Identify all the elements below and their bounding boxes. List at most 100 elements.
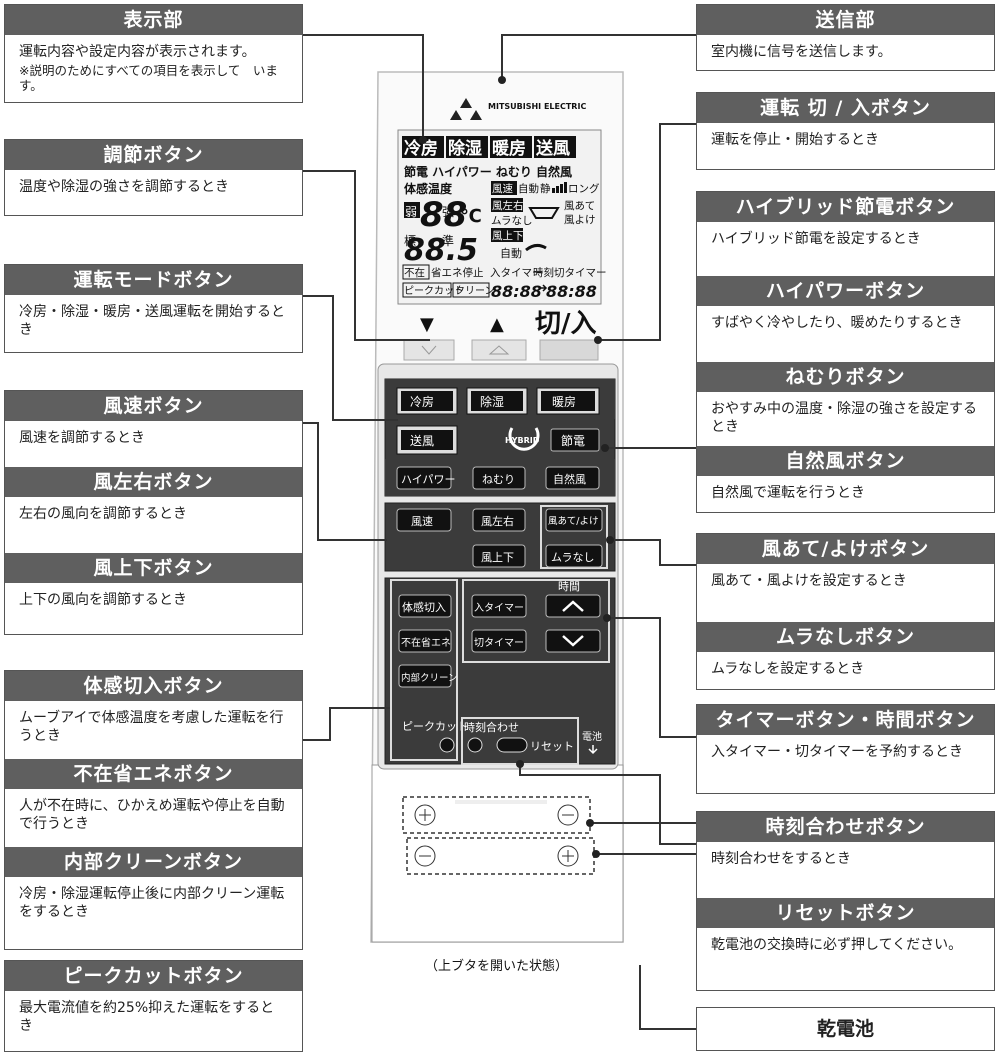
down-arrow-icon: ▼ — [420, 314, 434, 335]
clock-button[interactable] — [467, 737, 483, 753]
time-arrow-icon — [539, 284, 548, 292]
swing-icon — [525, 243, 547, 252]
callout-desc: 冷房・除湿・暖房・送風運転を開始するとき — [19, 304, 285, 338]
fan-level-icon — [552, 182, 567, 193]
lcd-unit: ℃ — [460, 206, 482, 227]
sofu-label: 送風 — [410, 433, 434, 448]
lcd-sei: 静 — [540, 182, 551, 195]
down-button[interactable] — [403, 339, 455, 361]
ateyoke-button[interactable] — [545, 508, 603, 532]
callout-battery: 乾電池 — [696, 1007, 995, 1051]
lr-button[interactable] — [472, 508, 526, 532]
left-column-frame — [390, 579, 458, 761]
lcd-clean: クリーン — [455, 285, 495, 297]
time-up-button[interactable] — [545, 594, 601, 618]
callout-title: 運転モードボタン — [5, 265, 302, 295]
callout-desc: ハイブリッド節電を設定するとき — [711, 231, 921, 247]
lcd-time2: 88:88 — [546, 282, 597, 301]
lcd-ate: 風あて — [564, 200, 595, 212]
jikoku-label: 時刻合わせ — [464, 720, 519, 734]
callout-title: 自然風ボタン — [697, 446, 994, 476]
callout-title: 時刻合わせボタン — [697, 812, 994, 842]
callout-title: 風あて/よけボタン — [697, 534, 994, 564]
callout-desc: ムラなしを設定するとき — [711, 661, 865, 677]
up-button[interactable] — [471, 339, 527, 361]
callout-desc: おやすみ中の温度・除湿の強さを設定するとき — [711, 401, 977, 435]
lcd-mode-bg — [402, 136, 444, 158]
callout-title: ハイパワーボタン — [697, 276, 994, 306]
callout-title: 風速ボタン — [5, 391, 302, 421]
lcd-lr: 風左右 — [492, 199, 524, 212]
minus-icon — [557, 804, 579, 826]
lcd-kiri: 時刻切タイマー — [533, 266, 607, 279]
setsuden-label: 節電 — [561, 433, 585, 448]
jikan-label: 時間 — [558, 580, 580, 593]
fuusoku-button[interactable] — [396, 508, 452, 532]
lcd-row2: 節電 ハイパワー ねむり 自然風 — [404, 164, 572, 179]
arrow-down-icon — [588, 745, 598, 755]
taikan-button[interactable] — [398, 594, 452, 618]
leader-dots — [419, 76, 614, 858]
lcd-fuzai: 不在 — [404, 267, 425, 279]
nemuri-button[interactable] — [472, 466, 526, 490]
lcd-irit: 入タイマー — [490, 267, 543, 279]
fuzai-button[interactable] — [398, 629, 452, 653]
lcd-mura: ムラなし — [491, 215, 532, 227]
callout-title: ムラなしボタン — [697, 622, 994, 652]
danbo-label: 暖房 — [552, 394, 576, 409]
ud-button[interactable] — [472, 544, 526, 568]
lcd-yoke: 風よけ — [564, 214, 596, 226]
ateyoke-label: 風あて/よけ — [548, 516, 599, 527]
callout-title: 不在省エネボタン — [5, 759, 302, 789]
shizen-button[interactable] — [545, 466, 600, 490]
hipower-label: ハイパワー — [401, 473, 456, 486]
battery-cover — [371, 764, 624, 943]
irit-button[interactable] — [471, 594, 527, 618]
callout-timer: タイマーボタン・時間ボタン 入タイマー・切タイマーを予約するとき — [696, 704, 995, 794]
lcd-mode-bg — [446, 136, 488, 158]
fuzai-label: 不在省エネ — [401, 636, 451, 649]
peak-button[interactable] — [439, 737, 455, 753]
reset-button[interactable] — [496, 737, 528, 753]
joshitsu-label: 除湿 — [480, 394, 504, 409]
callout-kazeate-group: 風あて/よけボタン 風あて・風よけを設定するとき ムラなしボタン ムラなしを設定… — [696, 533, 995, 690]
lcd-mode: 暖房 — [492, 138, 526, 159]
callout-mode: 運転モードボタン 冷房・除湿・暖房・送風運転を開始するとき — [4, 264, 303, 353]
callout-desc: すばやく冷やしたり、暖めたりするとき — [711, 315, 963, 331]
setsuden-button[interactable] — [550, 428, 600, 452]
lcd-screen — [397, 129, 602, 305]
plus-icon — [414, 804, 436, 826]
kiri-button[interactable] — [471, 629, 527, 653]
lcd-label-bg — [491, 228, 523, 242]
clean-label: 内部クリーン — [401, 672, 458, 684]
callout-title: リセットボタン — [697, 898, 994, 928]
kiri-label: 切タイマー — [474, 637, 524, 649]
joshitsu-button[interactable] — [471, 391, 523, 411]
lcd-label-frame — [452, 282, 490, 298]
callout-title: 風左右ボタン — [5, 467, 302, 497]
callout-desc: 入タイマー・切タイマーを予約するとき — [711, 744, 963, 760]
irit-label: 入タイマー — [474, 602, 524, 614]
reibo-button[interactable] — [401, 391, 453, 411]
power-button[interactable] — [539, 339, 599, 361]
leader-lines — [303, 34, 696, 1030]
callout-title: ハイブリッド節電ボタン — [697, 192, 994, 222]
callout-power: 運転 切 / 入ボタン 運転を停止・開始するとき — [696, 92, 995, 170]
lcd-label-bg — [404, 202, 420, 218]
time-down-button[interactable] — [545, 629, 601, 653]
up-arrow-icon: ▲ — [490, 314, 504, 335]
mode-buttons: 冷房 除湿 暖房 送風 — [396, 387, 600, 455]
callout-title: ピークカットボタン — [5, 961, 302, 991]
callout-fanspeed-group: 風速ボタン 風速を調節するとき 風左右ボタン 左右の風向を調節するとき 風上下ボ… — [4, 390, 303, 635]
callout-title: 送信部 — [697, 5, 994, 35]
clean-button[interactable] — [398, 664, 452, 688]
hipower-button[interactable] — [396, 466, 452, 490]
danbo-button[interactable] — [541, 391, 595, 411]
battery-upper — [402, 796, 591, 834]
lcd-kyo: 強 — [442, 205, 454, 219]
sofu-button[interactable] — [401, 430, 453, 450]
muranashi-button[interactable] — [545, 544, 603, 568]
lcd-ud: 風上下 — [492, 230, 524, 242]
denchi-label: 電池 — [582, 730, 602, 743]
callout-desc: 上下の風向を調節するとき — [19, 592, 187, 608]
